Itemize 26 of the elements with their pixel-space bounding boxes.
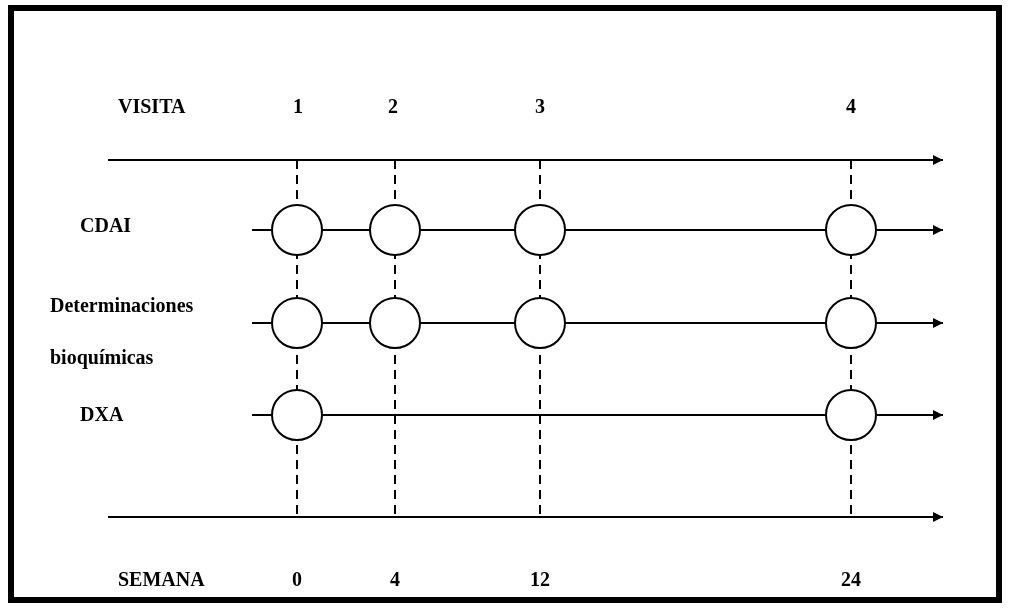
row-label: DXA <box>80 403 124 426</box>
visit-number: 2 <box>388 95 398 118</box>
visit-number: 3 <box>535 95 545 118</box>
visit-circle <box>369 204 421 256</box>
visit-circle <box>514 204 566 256</box>
visit-number: 1 <box>293 95 303 118</box>
visit-number: 4 <box>846 95 856 118</box>
row-label: Determinaciones bioquímicas <box>50 293 195 371</box>
visit-circle <box>369 297 421 349</box>
line <box>251 322 273 324</box>
week-number: 12 <box>530 568 550 591</box>
week-number: 0 <box>292 568 302 591</box>
line <box>251 229 273 231</box>
week-number: 24 <box>841 568 861 591</box>
week-number: 4 <box>390 568 400 591</box>
visit-circle <box>271 389 323 441</box>
visit-circle <box>271 204 323 256</box>
axis-label: VISITA <box>118 95 186 118</box>
visit-circle <box>825 297 877 349</box>
visit-circle <box>825 389 877 441</box>
line <box>251 414 273 416</box>
visit-circle <box>514 297 566 349</box>
visit-circle <box>825 204 877 256</box>
axis-label: SEMANA <box>118 568 205 591</box>
visit-circle <box>271 297 323 349</box>
row-label: CDAI <box>80 214 132 237</box>
